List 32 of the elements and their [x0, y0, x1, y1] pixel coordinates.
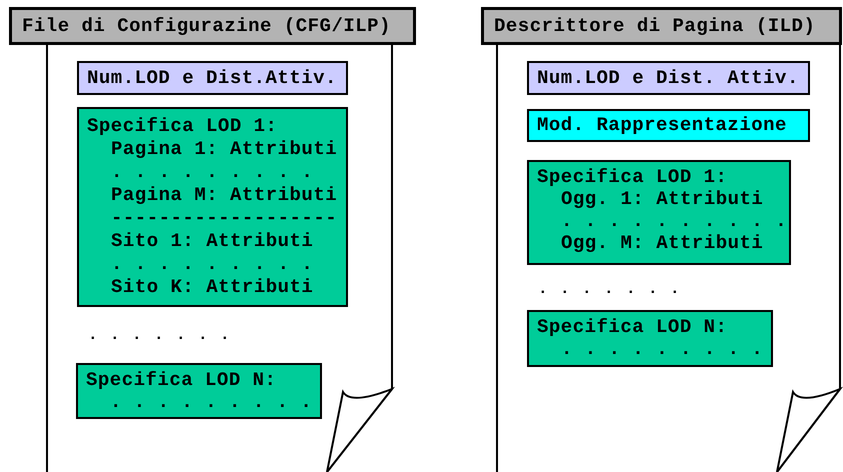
text-line: Pagina 1: Attributi: [110, 138, 338, 161]
text-line: Pagina M: Attributi: [110, 184, 338, 207]
content-box: [527, 61, 810, 95]
text-line: Ogg. 1: Attributi: [560, 188, 764, 210]
text-line: . . . . . . . . .: [109, 391, 312, 413]
content-box: [527, 109, 810, 142]
text-line: . . . . . . . . . .: [560, 210, 788, 232]
text-line: Num.LOD e Dist.Attiv.: [86, 66, 337, 91]
text-line: . . . . . . . . .: [110, 253, 314, 276]
text-line: Specifica LOD 1:: [536, 166, 728, 188]
title-bar: File di Configurazine (CFG/ILP): [9, 7, 416, 45]
content-box: [77, 107, 348, 307]
ellipsis-text: . . . . . . .: [88, 326, 232, 344]
text-line: Specifica LOD 1:: [86, 115, 278, 138]
text-line: -------------------: [110, 207, 338, 230]
ellipsis-text: . . . . . . .: [538, 280, 682, 298]
title-bar: Descrittore di Pagina (ILD): [481, 7, 842, 45]
text-line: Mod. Rappresentazione: [536, 113, 787, 138]
text-line: Num.LOD e Dist. Attiv.: [536, 66, 799, 91]
text-line: Sito 1: Attributi: [110, 230, 314, 253]
text-line: Specifica LOD N:: [536, 316, 728, 338]
text-line: . . . . . . . . .: [560, 338, 764, 360]
document-page: [9, 7, 416, 472]
content-box: [77, 61, 348, 95]
content-box: [527, 310, 773, 367]
content-box: [76, 363, 322, 419]
text-line: Ogg. M: Attributi: [560, 232, 764, 254]
document-page: [481, 7, 842, 472]
content-box: [527, 160, 791, 265]
text-line: Sito K: Attributi: [110, 276, 314, 299]
text-line: Specifica LOD N:: [85, 369, 276, 391]
text-line: . . . . . . . . .: [110, 161, 314, 184]
